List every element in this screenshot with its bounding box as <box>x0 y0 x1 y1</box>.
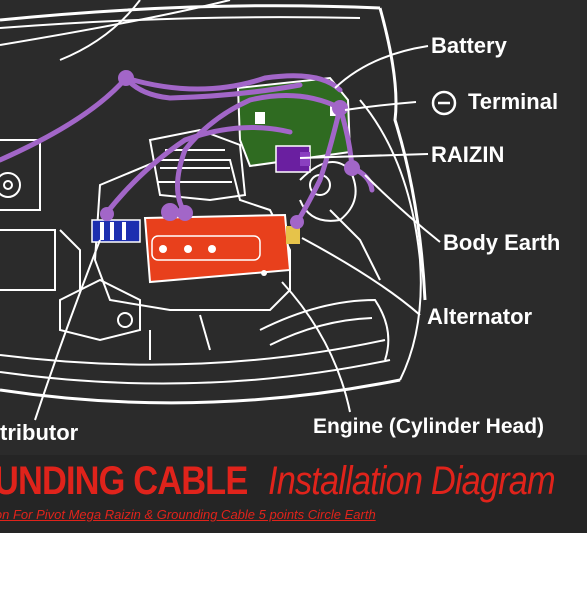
distributor-shape <box>91 219 141 243</box>
raizin-box <box>275 145 311 173</box>
label-body-earth: Body Earth <box>443 230 561 255</box>
label-distributor: tributor <box>0 420 79 445</box>
banner-title-italic: Installation Diagram <box>268 459 556 503</box>
label-leader-lines <box>34 45 441 421</box>
label-terminal: Terminal <box>468 89 559 114</box>
label-engine-cylinder-head: Engine (Cylinder Head) <box>313 415 545 438</box>
terminal-minus-circle <box>431 90 457 116</box>
banner-title: UNDING CABLE <box>0 459 289 504</box>
car-outline <box>0 0 427 405</box>
title-banner: UNDING CABLE Installation Diagram ion Fo… <box>0 455 587 533</box>
label-alternator: Alternator <box>427 304 533 329</box>
cylinder-head <box>143 213 292 284</box>
cable-connection-points <box>100 70 360 229</box>
label-battery: Battery <box>431 33 507 58</box>
battery-post-positive <box>255 112 265 124</box>
banner-title-bold: UNDING CABLE <box>0 459 248 503</box>
banner-title-italic-wrap: Installation Diagram <box>268 459 587 504</box>
banner-subtitle: ion For Pivot Mega Raizin & Grounding Ca… <box>0 507 376 522</box>
alternator-terminal <box>286 226 300 244</box>
bottom-margin <box>0 533 587 587</box>
label-raizin: RAIZIN <box>431 142 505 167</box>
